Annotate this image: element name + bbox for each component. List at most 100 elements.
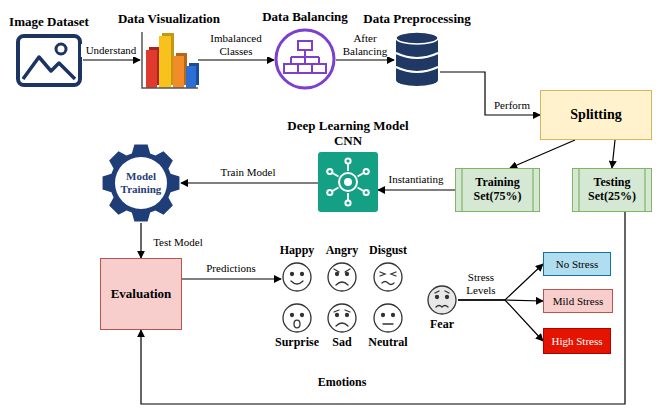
balancing-icon: Data Balancing [274, 28, 336, 90]
face-eye [291, 273, 294, 276]
database-icon: Data Preprocessing [394, 30, 440, 88]
face-mouth [291, 281, 303, 284]
bar [146, 50, 157, 88]
image-icon-svg [15, 33, 83, 88]
node-heading: Data Balancing [262, 10, 348, 25]
bar [186, 66, 196, 88]
database-bottom [396, 74, 438, 86]
emotion-face: Fear [426, 284, 458, 316]
face-mouth [436, 306, 448, 308]
face-mouth [294, 320, 300, 328]
node-heading: Sad [332, 336, 351, 350]
face-mouth [336, 323, 348, 326]
node-label: Evaluation [111, 287, 172, 302]
face-eye [336, 273, 339, 276]
hierarchy-box [298, 41, 312, 50]
face-features [382, 314, 395, 325]
edge-label: Instantiating [381, 173, 451, 186]
face-eye [346, 314, 349, 317]
face-mouth [336, 282, 348, 285]
gear-outline [103, 145, 180, 222]
edge-label: Imbalanced Classes [201, 32, 271, 57]
model-icon: Deep Learning Model CNN [318, 152, 378, 212]
face-outline [428, 286, 456, 314]
image-frame [18, 36, 80, 85]
bar [159, 36, 171, 88]
database-icon-svg [394, 30, 440, 88]
face-eye [301, 314, 304, 317]
hierarchy-box [298, 64, 312, 73]
node-label: Testing Set(25%) [584, 176, 640, 204]
node-heading: Data Preprocessing [363, 12, 470, 27]
face-features [334, 310, 350, 326]
network-link [347, 193, 349, 200]
connector-arrow [458, 264, 543, 300]
face-brows [334, 269, 350, 272]
network-node [327, 169, 332, 174]
network-node [327, 190, 332, 195]
face-features [291, 273, 304, 285]
connector-arrow [378, 189, 455, 190]
network-link [332, 188, 338, 192]
connector-arrow [612, 140, 615, 168]
group-label: Emotions [297, 376, 387, 390]
face-eye [336, 314, 339, 317]
network-core [345, 179, 351, 185]
connector-arrow [83, 59, 140, 60]
network-symbol [327, 158, 369, 205]
emotion-face: Angry [326, 261, 358, 293]
connector-arrow [198, 59, 274, 60]
face-outline [328, 304, 356, 332]
chart-icon: Data Visualization [140, 30, 198, 92]
node-label: Training Set(75%) [467, 176, 528, 204]
node-label: High Stress [551, 335, 602, 348]
balancing-icon-svg [274, 28, 336, 90]
dataset-box: Testing Set(25%) [572, 168, 652, 212]
face-features [334, 269, 350, 285]
face-eye [291, 314, 294, 317]
stress-box: High Stress [543, 328, 611, 354]
hierarchy-lines [291, 50, 319, 64]
face-eye [382, 314, 385, 317]
face-eye [346, 273, 349, 276]
node-label: Mild Stress [553, 295, 603, 308]
node-heading: Disgust [369, 244, 407, 258]
network-ring [339, 173, 357, 191]
chart-axis [142, 32, 198, 88]
emotion-face-svg [326, 261, 358, 293]
network-node [345, 200, 350, 205]
face-outline [283, 263, 311, 291]
mountain-outline [23, 57, 75, 79]
hierarchy-box [312, 64, 326, 73]
network-link [347, 164, 349, 171]
face-outline [374, 263, 402, 291]
model-tile [318, 152, 378, 212]
edge-label: After Balancing [338, 32, 392, 57]
face-features [291, 314, 304, 328]
network-node [364, 190, 369, 195]
connector-arrow [440, 72, 540, 115]
emotion-face: Neutral [372, 302, 404, 334]
face-eye [446, 296, 449, 299]
process-box: Evaluation [100, 258, 182, 330]
face-brows [435, 291, 449, 293]
node-label: Model Training [116, 170, 166, 195]
node-heading: Fear [430, 318, 454, 332]
branch-label: Stress Levels [459, 271, 503, 296]
gear-icon: Model Training [101, 143, 181, 223]
emotion-face: Disgust [372, 261, 404, 293]
balancing-circle [276, 30, 334, 88]
emotion-face-svg [326, 302, 358, 334]
face-mouth [382, 282, 394, 285]
node-heading: Neutral [368, 336, 407, 350]
network-link [332, 173, 338, 177]
node-heading: Image Dataset [9, 15, 89, 30]
connector-arrow [141, 212, 625, 404]
model-icon-svg [318, 152, 378, 212]
chart-icon-svg [140, 30, 198, 92]
node-heading: Angry [326, 244, 359, 258]
connector-arrow [182, 278, 281, 279]
network-node [364, 169, 369, 174]
